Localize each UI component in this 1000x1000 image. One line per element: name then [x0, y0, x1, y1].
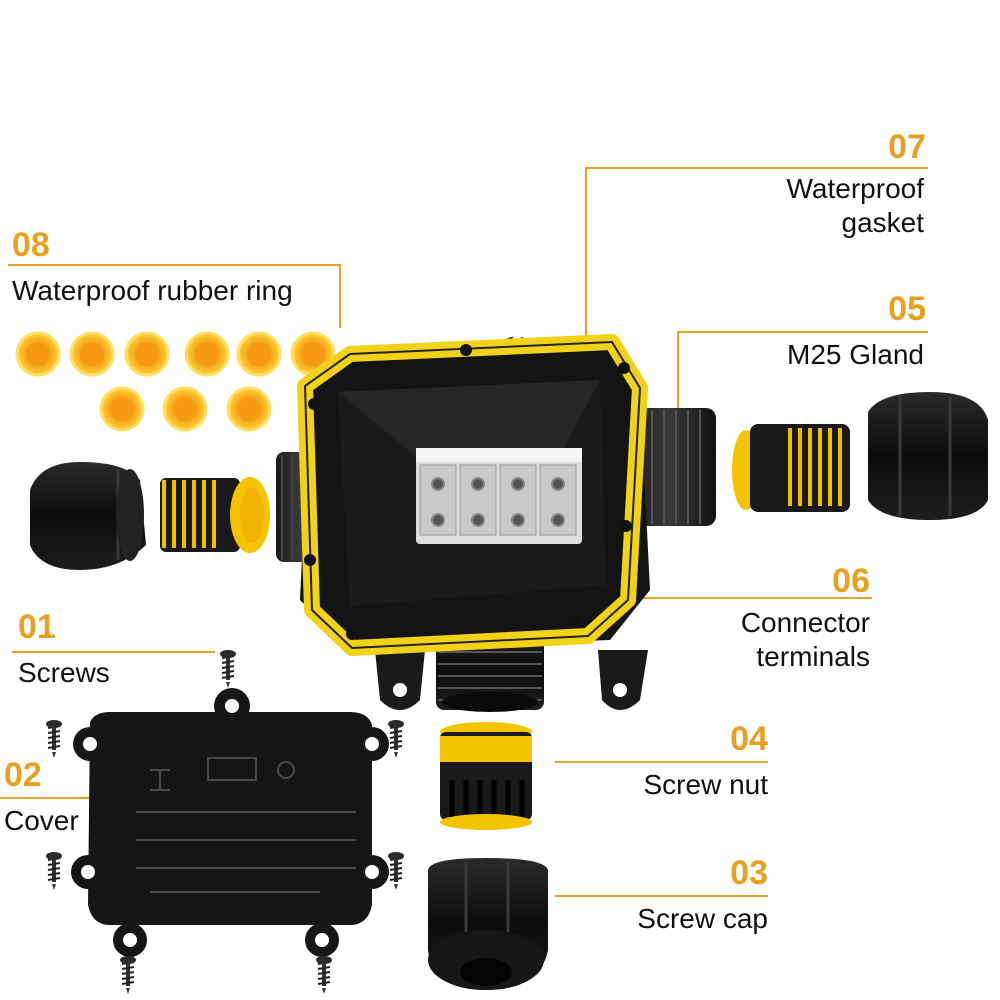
part-number-03: 03 [730, 854, 768, 892]
part-label-terminals-line2: terminals [756, 641, 870, 672]
leader-07 [585, 167, 928, 345]
part-label-rubber-ring: Waterproof rubber ring [12, 275, 293, 306]
part-number-05: 05 [888, 290, 926, 328]
screw-cap-icon [428, 858, 548, 990]
part-label-screw-nut: Screw nut [643, 769, 769, 800]
junction-box-icon [276, 334, 716, 712]
part-number-02: 02 [4, 756, 42, 794]
cover-icon [71, 688, 389, 957]
part-label-screw-cap: Screw cap [637, 903, 768, 934]
part-label-terminals-line1: Connector [740, 607, 870, 638]
cable-gland-left-icon [30, 462, 270, 570]
part-number-06: 06 [832, 562, 870, 600]
rubber-ring-icon [15, 331, 336, 432]
part-label-cover: Cover [4, 805, 79, 836]
terminal-block-icon [416, 448, 582, 544]
part-number-04: 04 [730, 720, 768, 758]
part-number-07: 07 [888, 128, 926, 166]
part-label-screws: Screws [18, 657, 110, 688]
leader-08 [8, 264, 341, 328]
cable-gland-icon [732, 392, 988, 520]
screw-nut-icon [440, 722, 532, 830]
part-label-gasket-line1: Waterproof [786, 173, 924, 204]
part-label-gasket-line2: gasket [841, 207, 925, 238]
part-number-08: 08 [12, 226, 50, 264]
leader-05 [677, 331, 928, 408]
part-number-01: 01 [18, 608, 56, 646]
part-label-gland: M25 Gland [787, 339, 924, 370]
